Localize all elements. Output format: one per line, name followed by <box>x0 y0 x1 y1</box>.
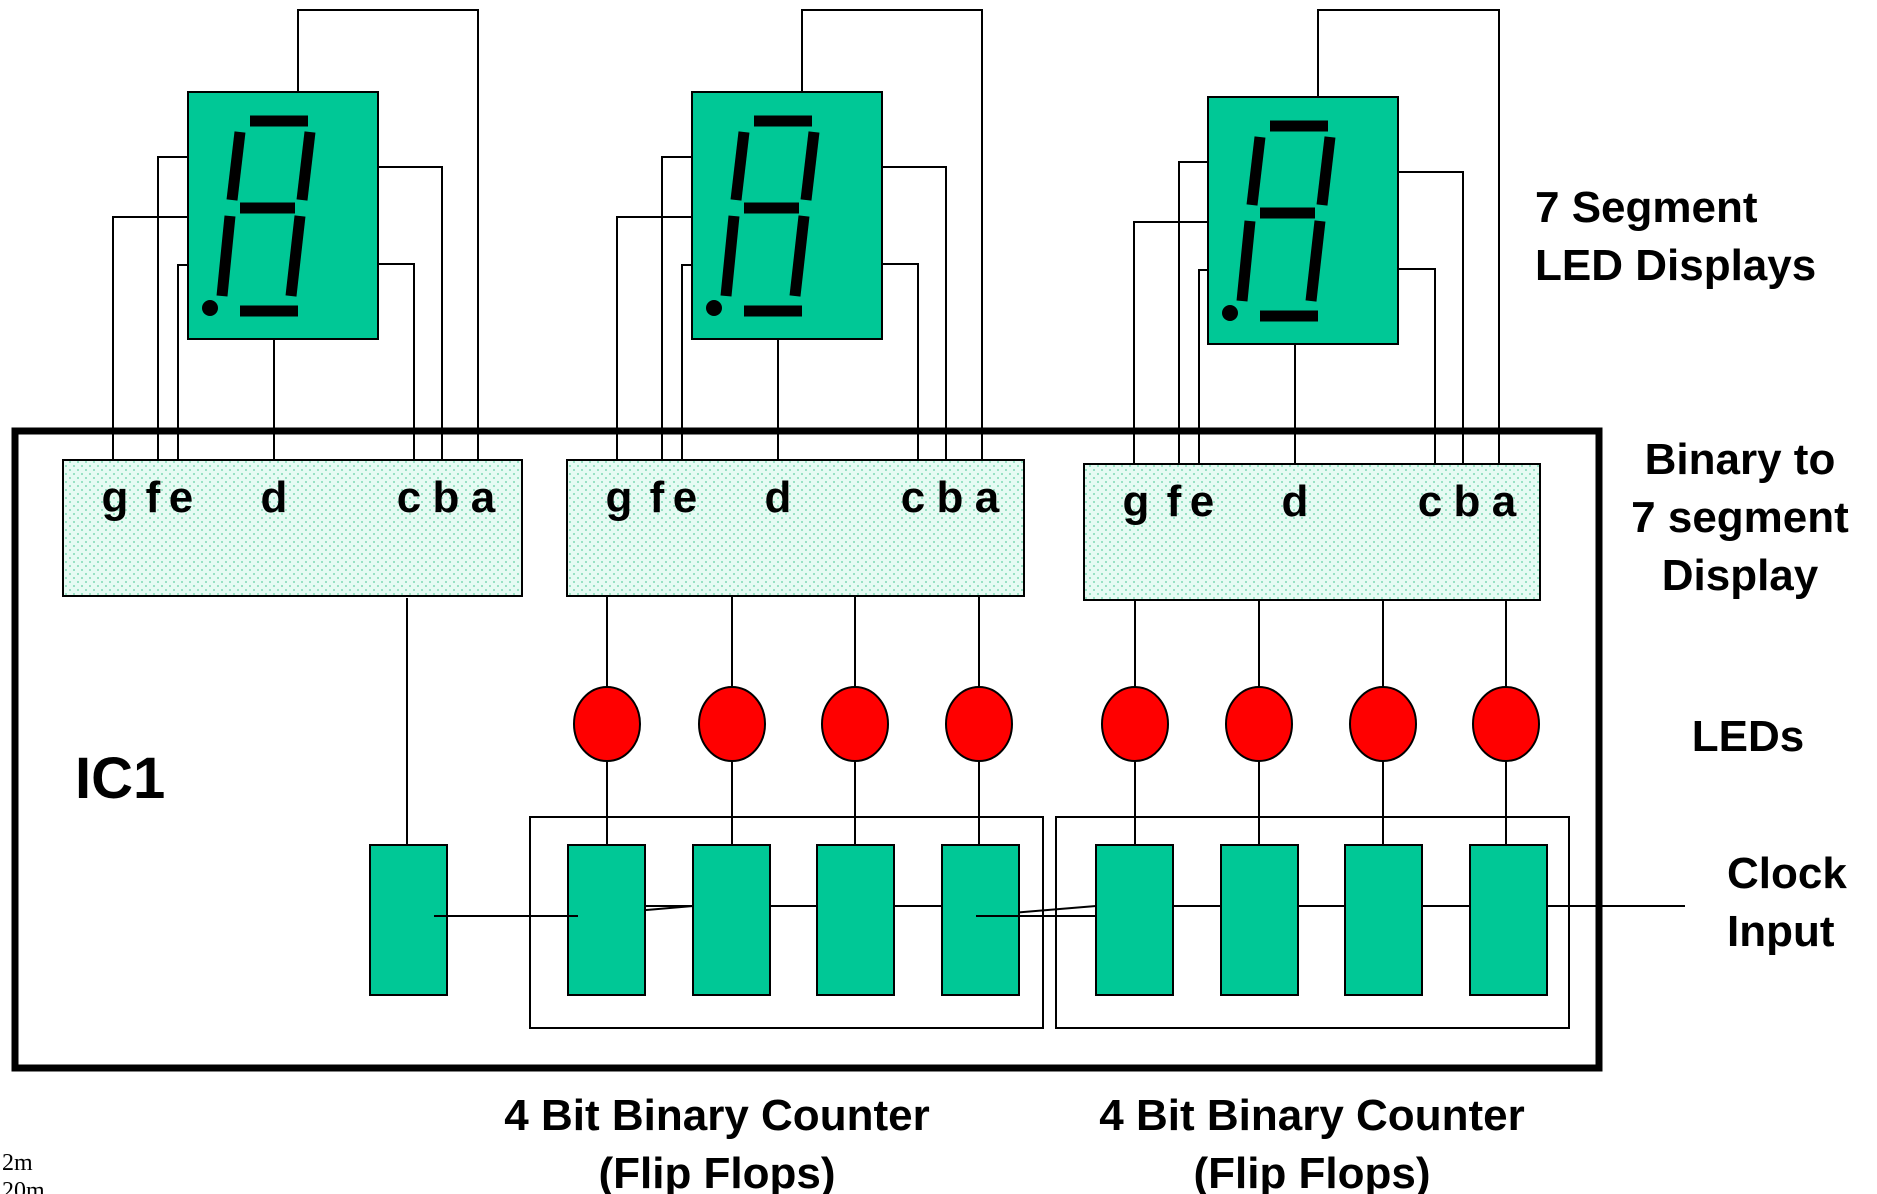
decoder-pin-label: g <box>1123 477 1150 526</box>
decoder-box <box>62 459 523 597</box>
flip-flop <box>816 844 895 996</box>
display-segment <box>296 131 316 201</box>
counter1-outline <box>529 816 1044 1029</box>
decoder-pin-label: f <box>146 473 161 522</box>
ic1-label: IC1 <box>75 746 165 811</box>
decoder-pin-label: c <box>1418 477 1442 526</box>
led-indicator <box>945 686 1013 762</box>
decoder-pin-label: d <box>261 473 288 522</box>
display-segment <box>720 215 740 297</box>
display-decimal-point <box>706 300 722 316</box>
ic1-outline <box>11 427 1603 1072</box>
counter2-outline <box>1055 816 1570 1029</box>
decoder-pin-label: b <box>937 473 964 522</box>
decoder-pin-label: g <box>102 473 129 522</box>
displays-label-line1: 7 Segment <box>1535 183 1758 232</box>
counter2-caption-line2: (Flip Flops) <box>1193 1149 1430 1194</box>
display-segment <box>730 131 750 201</box>
decoder-pin-label: a <box>1492 477 1517 526</box>
wire <box>801 9 983 460</box>
display-decimal-point <box>202 300 218 316</box>
display-segment <box>800 131 820 201</box>
display-segment <box>1316 136 1336 206</box>
note-20m: 20m <box>2 1178 45 1194</box>
led-indicator <box>1101 686 1169 762</box>
decoder-pin-label: a <box>471 473 496 522</box>
clock-label-line2: Input <box>1727 907 1835 956</box>
decoder-pin-label: f <box>1167 477 1182 526</box>
clock-label-line1: Clock <box>1727 849 1847 898</box>
counter2-caption-line1: 4 Bit Binary Counter <box>1099 1091 1524 1140</box>
flip-flop <box>1469 844 1548 996</box>
decoder-label-line2: 7 segment <box>1631 493 1849 542</box>
wire <box>1317 9 1500 464</box>
decoder-pin-label: e <box>673 473 697 522</box>
flip-flop <box>692 844 771 996</box>
led-indicator <box>1349 686 1417 762</box>
flip-flop <box>1095 844 1174 996</box>
decoder-box <box>566 459 1025 597</box>
display-segment <box>789 215 810 297</box>
flip-flop <box>567 844 646 996</box>
note-2m: 2m <box>2 1150 33 1176</box>
display-segment <box>285 215 306 297</box>
decoder-pin-label: e <box>1190 477 1214 526</box>
decoder-pin-label: g <box>606 473 633 522</box>
wire <box>297 9 479 460</box>
display-segment <box>226 131 246 201</box>
display-body <box>1207 96 1399 345</box>
display-segment <box>1305 220 1326 302</box>
led-indicator <box>573 686 641 762</box>
flip-flops <box>369 844 1548 996</box>
display-segment <box>1236 220 1256 302</box>
decoder-pin-label: d <box>1282 477 1309 526</box>
decoder-label-line1: Binary to <box>1645 435 1836 484</box>
counter1-caption-line2: (Flip Flops) <box>598 1149 835 1194</box>
display-segment <box>1246 136 1266 206</box>
decoder-pin-label: e <box>169 473 193 522</box>
decoder-pin-label: b <box>433 473 460 522</box>
decoder-pin-label: a <box>975 473 1000 522</box>
decoder-box <box>1083 463 1541 601</box>
led-indicator <box>698 686 766 762</box>
flip-flop <box>1220 844 1299 996</box>
decoder-pin-label: c <box>901 473 925 522</box>
led-indicator <box>821 686 889 762</box>
seven-segment-displays <box>187 91 1399 345</box>
decoder-pin-label: b <box>1454 477 1481 526</box>
displays-label-line2: LED Displays <box>1535 241 1816 290</box>
led-indicator <box>1225 686 1293 762</box>
flip-flop <box>1344 844 1423 996</box>
leds-label: LEDs <box>1692 712 1804 761</box>
flip-flop-extra <box>369 844 448 996</box>
display-segment <box>216 215 236 297</box>
decoder-pin-label: d <box>765 473 792 522</box>
decoder-pin-label: c <box>397 473 421 522</box>
status-leds <box>573 686 1540 762</box>
display-body <box>691 91 883 340</box>
display-decimal-point <box>1222 305 1238 321</box>
led-indicator <box>1472 686 1540 762</box>
decoder-label-line3: Display <box>1662 551 1819 600</box>
display-body <box>187 91 379 340</box>
decoder-pin-label: f <box>650 473 665 522</box>
flip-flop <box>941 844 1020 996</box>
counter1-caption-line1: 4 Bit Binary Counter <box>504 1091 929 1140</box>
